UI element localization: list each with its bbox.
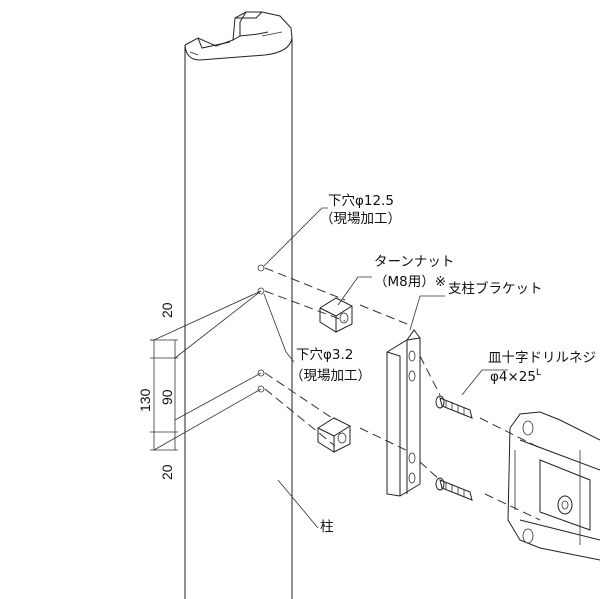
dim-top-20: 20 [159,302,175,318]
label-turn-nut: ターンナット [374,254,454,270]
leader-lines [263,207,508,529]
alignment-dashes [264,267,541,521]
drill-screw-lower [435,477,473,501]
handrail-bracket [507,411,600,561]
drill-screw-upper [435,395,473,419]
turn-nut-lower [317,417,351,453]
dim-middle-90: 90 [159,389,175,405]
dim-bottom-20: 20 [159,464,175,480]
label-turn-nut-m8: （M8用）※ [374,274,446,290]
label-hole-3-2-site: （現場加工） [290,368,371,384]
label-hole-3-2: 下穴φ3.2 [296,347,353,363]
label-drill-screw: 皿十字ドリルネジ [488,350,596,366]
label-hole-12-5: 下穴φ12.5 [328,193,394,209]
turn-nut-upper [319,297,353,333]
label-drill-screw-size: φ4×25L [490,368,541,385]
post-column [184,11,293,599]
label-post: 柱 [320,519,334,535]
post-bracket [386,329,421,497]
post-holes [257,264,265,393]
dim-total-130: 130 [137,388,153,412]
label-post-bracket: 支柱ブラケット [448,280,543,297]
label-drill-screw-size-sup: L [536,368,541,378]
dimension-lines [150,290,262,451]
label-hole-12-5-site: （現場加工） [320,211,401,227]
